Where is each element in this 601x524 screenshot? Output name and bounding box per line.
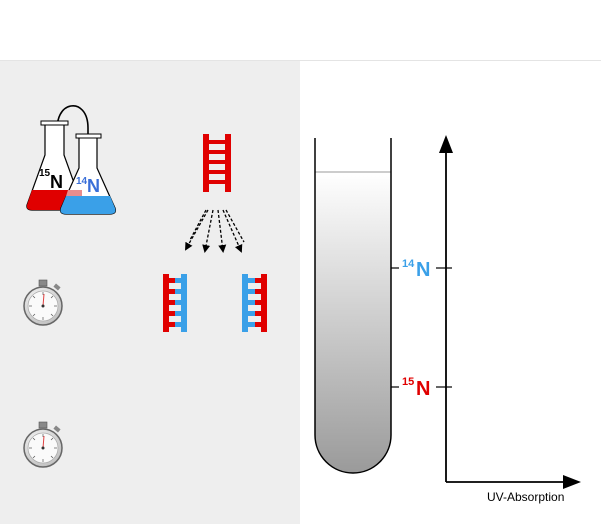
flask-14n-label-sup: 14 [76, 176, 88, 187]
band-15n-sup: 15 [402, 376, 414, 388]
top-bar [0, 0, 601, 61]
replication-arrows [185, 209, 245, 253]
flask-15n-label-sup: 15 [39, 168, 51, 179]
stopwatch-icon [23, 421, 63, 468]
axes: UV-Absorption [439, 135, 581, 504]
band-marker-15n: 15 N [391, 376, 452, 400]
x-axis-label: UV-Absorption [487, 490, 564, 504]
band-15n-el: N [416, 378, 430, 400]
flask-14n-label-el: N [87, 176, 100, 196]
centrifuge-tube [314, 138, 392, 474]
flask-15n-label-el: N [50, 172, 63, 192]
band-14n-el: N [416, 259, 430, 281]
daughter-dna-left [163, 274, 187, 332]
band-14n-sup: 14 [402, 258, 415, 270]
stopwatch-icon [23, 279, 63, 326]
flask-14n: 14 N [59, 133, 117, 215]
daughter-dna-right [242, 274, 267, 332]
band-marker-14n: 14 N [391, 258, 452, 281]
parent-dna-ladder [203, 134, 231, 192]
